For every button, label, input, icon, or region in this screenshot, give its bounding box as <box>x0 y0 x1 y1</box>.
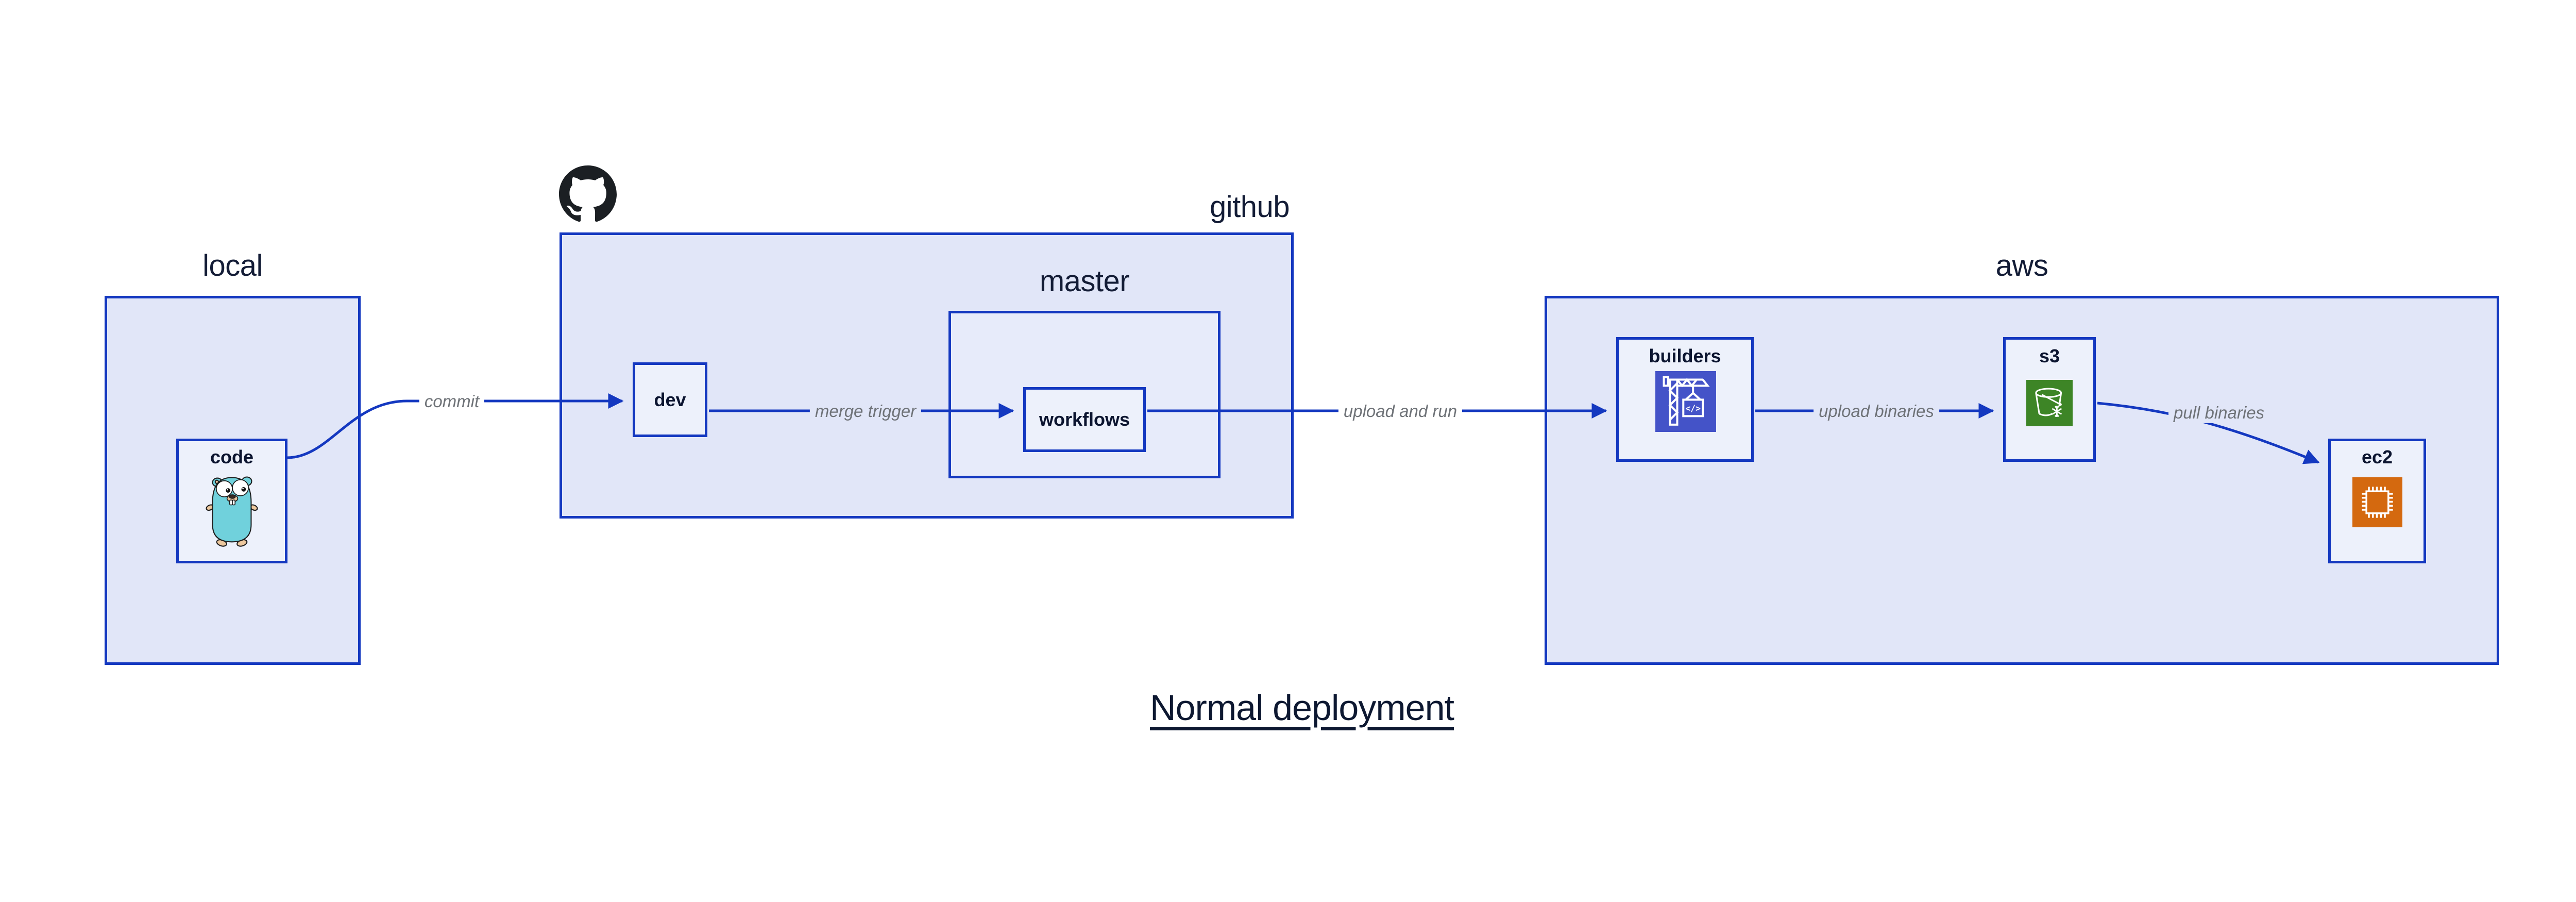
dev-node-label: dev <box>654 389 686 410</box>
upload-binaries-arrow-label: upload binaries <box>1814 400 1939 422</box>
workflows-node-label: workflows <box>1039 409 1130 430</box>
upload-and-run-arrow-label: upload and run <box>1338 400 1463 422</box>
svg-text:</>: </> <box>1685 404 1701 413</box>
ec2-node-box <box>2328 439 2426 563</box>
aws-region-label: aws <box>1995 249 2048 282</box>
commit-arrow <box>286 393 624 459</box>
commit-arrow-label: commit <box>419 391 485 412</box>
go-gopher-icon <box>206 476 258 547</box>
s3-node-label: s3 <box>2039 345 2060 366</box>
pull-binaries-arrow-label: pull binaries <box>2168 402 2270 424</box>
github-region-label: github <box>1209 190 1290 224</box>
github-octocat-icon <box>559 165 617 222</box>
dev-node-box: dev <box>633 362 707 437</box>
codebuild-crane-icon: </> <box>1655 371 1716 432</box>
builders-node-label: builders <box>1649 345 1721 366</box>
ec2-chip-icon <box>2352 477 2402 527</box>
diagram-title: Normal deployment <box>1150 688 1454 728</box>
master-region-label: master <box>1039 264 1130 298</box>
ec2-node-label: ec2 <box>2361 446 2393 467</box>
code-node-label: code <box>210 446 254 467</box>
workflows-node-box: workflows <box>1023 387 1146 452</box>
s3-glacier-bucket-icon <box>2026 380 2073 426</box>
merge-trigger-arrow-label: merge trigger <box>809 400 922 422</box>
local-region-label: local <box>202 249 263 282</box>
